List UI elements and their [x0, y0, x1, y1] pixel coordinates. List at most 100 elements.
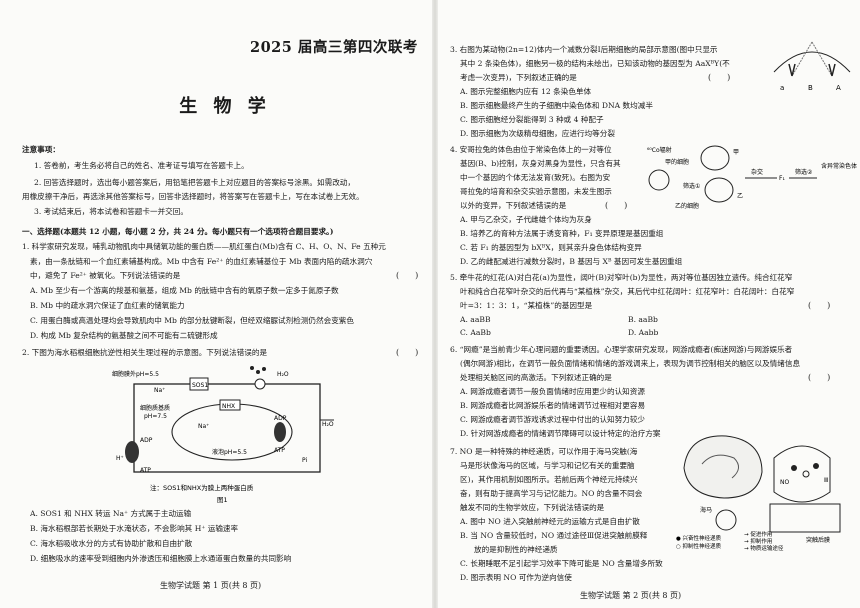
q7-option-a: A. 图中 NO 进入突触前神经元的运输方式是自由扩散: [460, 517, 640, 526]
chromosome-2: [828, 63, 836, 77]
q4-stem-4: 哥拉兔的培育和杂交实验示意图，未发生图示: [460, 187, 612, 196]
legend-promote: → 促进作用: [744, 530, 772, 538]
postsynaptic-label: 突触后膜: [806, 536, 830, 544]
jia-cell: [700, 145, 730, 171]
atp-label-2: ATP: [274, 447, 285, 454]
notice-3: 3. 考试结束后，将本试卷和答题卡一并交回。: [34, 207, 188, 216]
aquaporin: [254, 378, 266, 390]
q1-stem-1: 1. 科学家研究发现，哺乳动物肌肉中具储氧功能的蛋白质——肌红蛋白(Mb)含有 …: [22, 242, 386, 251]
figure-note: 注：SOS1和NHX为膜上两种蛋白质: [150, 483, 254, 492]
q7-hippocampus-figure: 海马 NO Ⅲ 突触后膜 → 促进作用 → 抑制作用 → 物质运输途径 ● 兴奋…: [676, 435, 841, 552]
pathway-iii-label: Ⅲ: [824, 477, 828, 484]
pi-label: Pi: [302, 457, 307, 464]
vesicle: [802, 470, 810, 478]
h2o-top-label: H₂O: [277, 371, 289, 378]
vesicle: [791, 465, 797, 471]
subject-title: 生 物 学: [179, 96, 271, 117]
q4-stem-5: 以外的变异，下列叙述错误的是: [460, 201, 567, 210]
q3-option-b: B. 图示细胞最终产生的子细胞中染色体和 DNA 数均减半: [460, 101, 653, 110]
adp-label: ADP: [140, 437, 153, 444]
adp-label-2: ADP: [274, 415, 287, 422]
jia-label: 甲: [733, 149, 739, 156]
parent-cell: [648, 169, 670, 191]
result-label: 含异常染色体: [821, 162, 857, 170]
gene-big-a-label: A: [836, 84, 841, 92]
q7-stem-2: 马是形状像海马的区域，与学习和记忆有关的重要脑: [460, 461, 635, 470]
radiation-label: ⁶⁰Co辐射: [647, 146, 672, 154]
extracellular-ph-label: 细胞膜外pH=5.5: [112, 370, 159, 378]
right-page-footer: 生物学试题 第 2 页(共 8 页): [580, 591, 682, 600]
h-pump-vacuole: [274, 422, 286, 442]
q7-stem-4: 奋，则有助于提高学习与记忆能力。NO 的含量不同会: [460, 489, 643, 498]
q6-stem-3: 处理相关脑区间的高激活。下列叙述正确的是: [460, 373, 612, 382]
cross-label: 杂交: [751, 168, 763, 176]
q6-option-a: A. 网游成瘾者调节一般负面情绪时应用更少的认知资源: [460, 387, 645, 396]
q3-stem-1: 3. 右图为某动物(2n=12)体内一个减数分裂Ⅰ后期细胞的局部示意图(图中只显…: [450, 45, 718, 54]
left-page: 2025 届高三第四次联考 生 物 学 注意事项： 1. 答卷前，考生务必将自己…: [22, 39, 419, 590]
q2-answer-paren: ( ): [396, 348, 419, 357]
q1-answer-paren: ( ): [396, 271, 419, 280]
q1-option-d: D. 构成 Mb 复杂结构的氨基酸之间不可能有二硫键形成: [30, 331, 218, 340]
q7-option-d: D. 图示表明 NO 可作为逆向信使: [460, 573, 572, 582]
q3-meiosis-figure: a B A: [773, 41, 851, 92]
cytoplasm-label: 细胞质基质: [140, 404, 170, 412]
sos1-label: SOS1: [192, 382, 208, 389]
q3-option-d: D. 图示细胞为次级精母细胞，应进行均等分裂: [460, 129, 615, 138]
sos1-protein: [189, 377, 209, 391]
right-page: 3. 右图为某动物(2n=12)体内一个减数分裂Ⅰ后期细胞的局部示意图(图中只显…: [440, 0, 858, 608]
q7-option-b: B. 当 NO 含量较低时，NO 通过途径Ⅲ促进突触前膜释: [460, 531, 648, 540]
section-heading: 一、选择题(本题共 12 小题，每小题 2 分，共 24 分。每小题只有一个选项…: [22, 227, 334, 236]
q5-stem-3: 叶=3：1：3：1，“某植株”的基因型是: [460, 301, 593, 310]
q3-stem-2: 其中 2 条染色体)，细胞另一极的结构未绘出，已知该动物的基因型为 AaXᴮY(…: [460, 59, 730, 68]
q7-stem-1: 7. NO 是一种特殊的神经递质，可以作用于海马突触(海: [450, 447, 638, 456]
left-page-footer: 生物学试题 第 1 页(共 8 页): [160, 581, 262, 590]
q2-root-cell-figure: SOS1 细胞膜外pH=5.5 H₂O H₂O 细胞质基质 pH=7.5 NHX…: [112, 366, 334, 504]
cell-outline: [773, 51, 851, 73]
brain-outline: [683, 435, 763, 499]
h-plus-label: H⁺: [116, 455, 124, 462]
no-label: NO: [780, 479, 789, 486]
legend-transport: → 物质运输途径: [744, 544, 784, 552]
hippocampus-label: 海马: [700, 506, 712, 514]
dot: [250, 366, 254, 370]
gene-a-label: a: [780, 84, 784, 92]
q6-stem-1: 6. “网瘾”是当前青少年心理问题的重要诱因。心理学家研究发现，网游成瘾者(痴迷…: [450, 345, 793, 354]
yi-cell: [704, 177, 734, 203]
nhx-protein: [219, 399, 241, 411]
q5-option-c: C. AaBb: [460, 328, 491, 337]
vesicle: [813, 463, 819, 469]
cytoplasm-ph-label: pH=7.5: [144, 413, 167, 420]
yi-cell-label: 乙的细胞: [675, 202, 699, 210]
q6-stem-2: (偶尔网游)相比，在调节一般负面情绪和情绪的游戏调来上，表现为调节控制相关的脑区…: [460, 359, 801, 368]
neuron-cell: [715, 509, 737, 531]
q3-stem-3: 考虑一次变异)，下列叙述正确的是: [460, 73, 577, 82]
q6-option-b: B. 网游成瘾者比网游娱乐者的情绪调节过程相对更容易: [460, 401, 646, 410]
q2-option-a: A. SOS1 和 NHX 转运 Na⁺ 方式属于主动运输: [30, 509, 192, 518]
q5-option-b: B. aaBb: [628, 315, 658, 324]
h2o-right-label: H₂O: [322, 421, 334, 428]
spindle: [811, 41, 833, 77]
q7-option-b-cont: 放的是抑制性的神经递质: [474, 545, 558, 554]
q6-answer-paren: ( ): [808, 373, 831, 382]
notice-1: 1. 答卷前，考生务必将自己的姓名、准考证号填写在答题卡上。: [34, 161, 249, 170]
q2-option-d: D. 细胞吸水的速率受到细胞内外渗透压和细胞膜上水通道蛋白数量的共同影响: [30, 554, 292, 563]
na-plus-label-2: Na⁺: [154, 387, 165, 394]
atp-label: ATP: [140, 467, 151, 474]
vacuole-ph-label: 液泡pH=5.5: [212, 448, 247, 456]
q1-stem-3: 中，避免了 Fe²⁺ 被氧化。下列说法错误的是: [30, 271, 181, 280]
h-pump-membrane: [125, 441, 139, 463]
q2-option-b: B. 海水稻根部若长期处于水淹状态，不会影响其 H⁺ 运输速率: [30, 524, 239, 533]
q4-option-b: B. 培养乙的育种方法属于诱变育种，F₁ 变异原理是基因重组: [460, 229, 664, 238]
legend-excitatory: ● 兴奋性神经递质: [676, 534, 722, 542]
jia-cell-label: 甲的细胞: [665, 158, 689, 166]
q5-answer-paren: ( ): [808, 301, 831, 310]
q5-option-d: D. Aabb: [628, 328, 659, 337]
dot: [262, 367, 266, 371]
legend-inhibit: → 抑制作用: [744, 537, 772, 545]
q6-option-d: D. 针对网游成瘾者的情绪调节障碍可以设计特定的治疗方案: [460, 429, 661, 438]
figure-number: 图1: [217, 496, 228, 504]
notice-2-cont: 用橡皮擦干净后，再选涂其他答案标号，回答非选择题时，将答案写在答题卡上，写在本试…: [22, 192, 364, 201]
q5-stem-2: 叶和纯合白花窄叶杂交的后代再与“某植株”杂交，其后代中红花阔叶：红花窄叶：白花阔…: [460, 287, 795, 296]
chromosome-1: [788, 63, 796, 77]
q4-breeding-figure: ⁶⁰Co辐射 甲的细胞 甲 筛选① 乙 乙的细胞 杂交 F₁ 筛选② 含异常染色…: [647, 145, 857, 210]
